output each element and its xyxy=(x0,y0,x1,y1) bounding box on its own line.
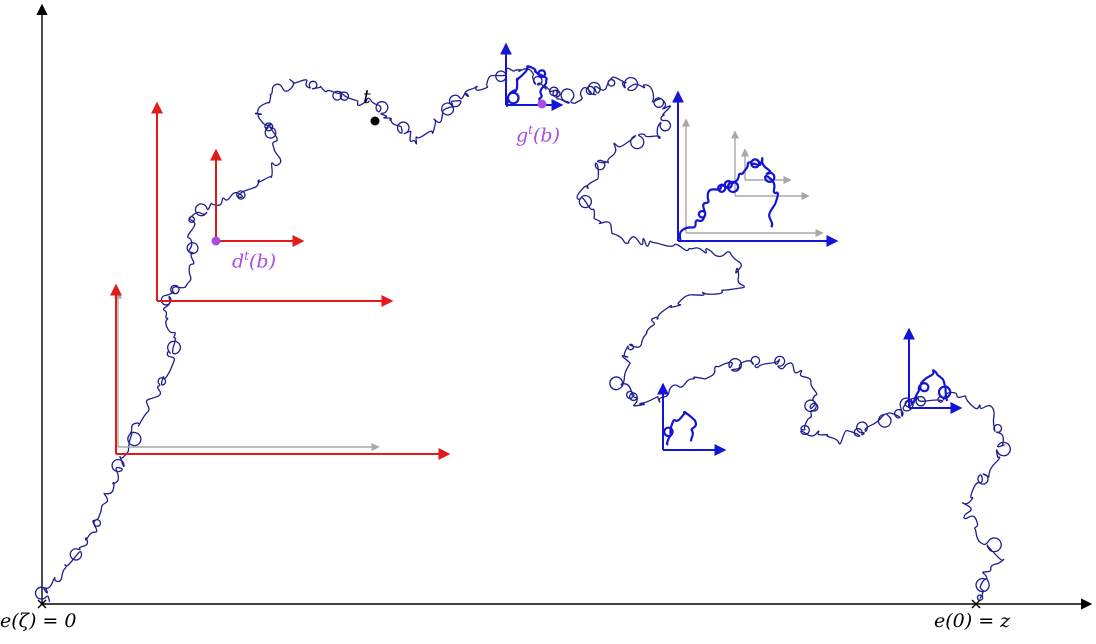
endpoint-cross-mark xyxy=(971,599,981,609)
g-superscript: t xyxy=(528,123,533,137)
point-d-t-b xyxy=(211,236,221,246)
blue-sub-walks xyxy=(505,65,952,446)
random-walk-trace xyxy=(34,67,1011,603)
point-t xyxy=(370,116,380,126)
d-arg-label: (b) xyxy=(249,250,276,273)
g-func-label: g xyxy=(516,124,529,147)
sub-walk-right xyxy=(678,157,780,241)
point-g-t-b xyxy=(537,99,547,109)
endpoint-label: e(0) = z xyxy=(934,610,1011,632)
origin-cross-mark xyxy=(37,599,47,609)
gray-frames xyxy=(113,118,824,452)
random-walk-path xyxy=(34,67,1011,603)
t-label: t xyxy=(363,86,371,108)
d-superscript: t xyxy=(244,249,249,263)
g-t-b-label: gt(b) xyxy=(516,124,560,145)
blue-frames xyxy=(500,42,963,456)
d-t-b-label: dt(b) xyxy=(232,250,276,271)
d-func-label: d xyxy=(232,250,245,273)
red-frames xyxy=(110,101,451,460)
sub-walk-lower-left xyxy=(663,410,698,446)
sub-walk-lower-right xyxy=(910,369,952,405)
g-arg-label: (b) xyxy=(533,124,560,147)
sub-walk-top xyxy=(505,65,548,108)
origin-label: e(ζ) = 0 xyxy=(0,610,77,632)
